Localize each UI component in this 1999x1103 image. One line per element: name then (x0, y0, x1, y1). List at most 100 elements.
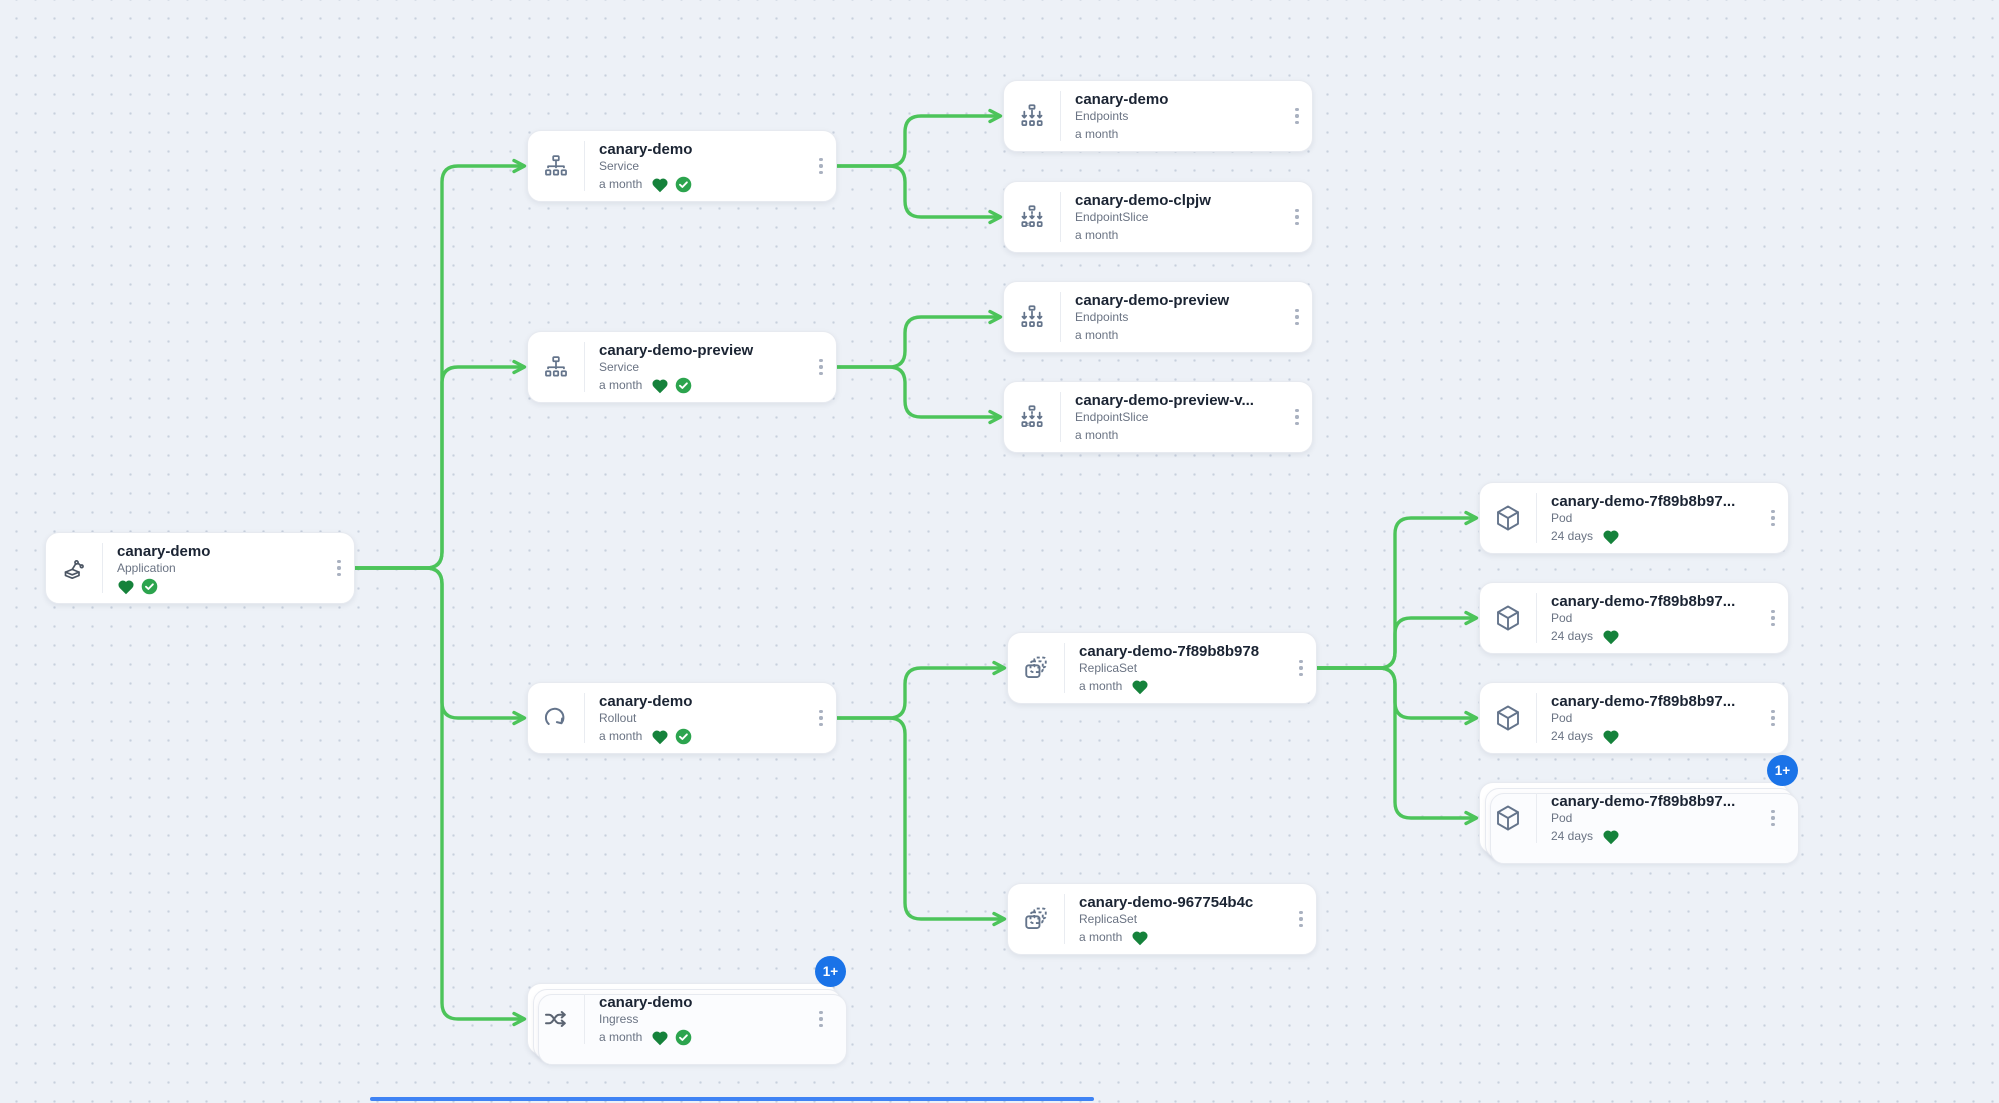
service-icon (528, 141, 585, 191)
node-kind: Endpoints (1075, 310, 1129, 324)
node-kind: EndpointSlice (1075, 210, 1149, 224)
pod-icon (1480, 793, 1537, 843)
node-age: a month (599, 177, 643, 191)
pod-icon (1480, 593, 1537, 643)
node-health (1131, 930, 1149, 946)
kebab-menu-button[interactable] (1758, 683, 1788, 753)
kebab-menu-button[interactable] (324, 533, 354, 603)
node-name: canary-demo-7f89b8b97... (1551, 493, 1736, 510)
sync-check-icon (676, 377, 692, 394)
node-age: a month (1075, 127, 1119, 141)
kebab-menu-button[interactable] (1282, 81, 1312, 151)
health-heart-icon (1603, 830, 1619, 844)
kebab-menu-button[interactable] (1282, 382, 1312, 452)
node-pod-pod3[interactable]: canary-demo-7f89b8b97... Pod 24 days (1479, 682, 1789, 754)
node-health (651, 1029, 692, 1046)
rollout-icon (528, 693, 585, 743)
health-heart-icon (652, 730, 668, 744)
horizontal-scrollbar[interactable] (370, 1097, 1094, 1101)
health-heart-icon (1132, 931, 1148, 945)
kebab-menu-button[interactable] (1282, 182, 1312, 252)
node-endpointslice-eps1[interactable]: canary-demo-clpjw EndpointSlice a month (1003, 181, 1313, 253)
node-name: canary-demo-7f89b8b97... (1551, 693, 1736, 710)
node-name: canary-demo (599, 141, 693, 158)
node-kind: Application (117, 561, 176, 575)
node-age: a month (599, 1030, 643, 1044)
node-age: a month (1075, 328, 1119, 342)
node-rollout-rollout[interactable]: canary-demo Rollout a month (527, 682, 837, 754)
node-ingress-ing[interactable]: canary-demo Ingress a month 1+ (527, 956, 847, 1065)
node-kind: Endpoints (1075, 109, 1129, 123)
node-name: canary-demo-7f89b8b97... (1551, 593, 1736, 610)
node-kind: ReplicaSet (1079, 912, 1138, 926)
health-heart-icon (1603, 530, 1619, 544)
node-kind: Ingress (599, 1012, 639, 1026)
node-kind: Rollout (599, 711, 637, 725)
node-pod-pod4[interactable]: canary-demo-7f89b8b97... Pod 24 days 1+ (1479, 755, 1799, 864)
sync-check-icon (141, 578, 158, 595)
node-count-badge[interactable]: 1+ (815, 956, 846, 987)
node-age: a month (1075, 428, 1119, 442)
endpoints-icon (1004, 91, 1061, 141)
node-health (651, 176, 692, 193)
node-service-svc1[interactable]: canary-demo Service a month (527, 130, 837, 202)
node-application-app[interactable]: canary-demo Application (45, 532, 355, 604)
node-name: canary-demo-clpjw (1075, 192, 1211, 209)
kebab-menu-button[interactable] (1758, 483, 1788, 553)
health-heart-icon (1603, 730, 1619, 744)
ingress-icon (528, 994, 585, 1044)
node-name: canary-demo-7f89b8b97... (1551, 793, 1736, 810)
service-icon (528, 342, 585, 392)
node-endpoints-ep2[interactable]: canary-demo-preview Endpoints a month (1003, 281, 1313, 353)
health-heart-icon (652, 178, 668, 192)
node-pod-pod2[interactable]: canary-demo-7f89b8b97... Pod 24 days (1479, 582, 1789, 654)
node-health (117, 578, 158, 595)
kebab-menu-button[interactable] (806, 131, 836, 201)
health-heart-icon (1603, 630, 1619, 644)
kebab-menu-button[interactable] (806, 332, 836, 402)
replicaset-icon (1008, 643, 1065, 693)
node-kind: ReplicaSet (1079, 661, 1138, 675)
node-kind: Service (599, 360, 640, 374)
sync-check-icon (676, 728, 692, 745)
node-age: a month (1079, 930, 1123, 944)
health-heart-icon (652, 1031, 668, 1045)
kebab-menu-button[interactable] (1282, 282, 1312, 352)
endpointslice-icon (1004, 192, 1061, 242)
node-replicaset-rs2[interactable]: canary-demo-967754b4c ReplicaSet a month (1007, 883, 1317, 955)
node-pod-pod1[interactable]: canary-demo-7f89b8b97... Pod 24 days (1479, 482, 1789, 554)
endpointslice-icon (1004, 392, 1061, 442)
node-count-badge[interactable]: 1+ (1767, 755, 1798, 786)
kebab-menu-button[interactable] (1758, 583, 1788, 653)
node-health (1602, 729, 1620, 745)
application-icon (46, 543, 103, 593)
node-health (651, 377, 692, 394)
kebab-menu-button[interactable] (806, 984, 836, 1054)
kebab-menu-button[interactable] (1758, 783, 1788, 853)
node-endpoints-ep1[interactable]: canary-demo Endpoints a month (1003, 80, 1313, 152)
replicaset-icon (1008, 894, 1065, 944)
node-name: canary-demo-preview-v... (1075, 392, 1254, 409)
node-name: canary-demo (117, 543, 211, 560)
node-age: a month (599, 729, 643, 743)
kebab-menu-button[interactable] (1286, 633, 1316, 703)
node-kind: Pod (1551, 511, 1573, 525)
node-health (1602, 529, 1620, 545)
node-endpointslice-eps2[interactable]: canary-demo-preview-v... EndpointSlice a… (1003, 381, 1313, 453)
pod-icon (1480, 693, 1537, 743)
node-health (651, 728, 692, 745)
node-age: 24 days (1551, 529, 1594, 543)
kebab-menu-button[interactable] (806, 683, 836, 753)
node-health (1602, 829, 1620, 845)
node-service-svc2[interactable]: canary-demo-preview Service a month (527, 331, 837, 403)
node-kind: EndpointSlice (1075, 410, 1149, 424)
node-age: 24 days (1551, 829, 1594, 843)
node-kind: Pod (1551, 811, 1573, 825)
kebab-menu-button[interactable] (1286, 884, 1316, 954)
sync-check-icon (676, 176, 692, 193)
node-age: 24 days (1551, 729, 1594, 743)
node-name: canary-demo-967754b4c (1079, 894, 1254, 911)
node-replicaset-rs1[interactable]: canary-demo-7f89b8b978 ReplicaSet a mont… (1007, 632, 1317, 704)
